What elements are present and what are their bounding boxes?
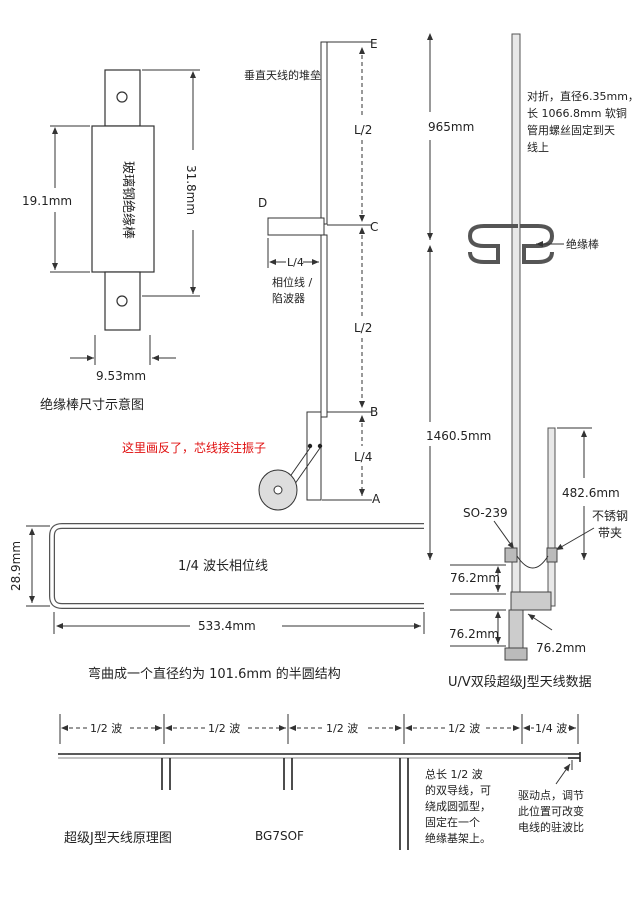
uv-caption: U/V双段超级J型天线数据 <box>448 675 592 690</box>
so239-label: SO-239 <box>463 506 508 520</box>
dim-half-lower: L/2 <box>354 321 372 335</box>
stub-note-2: 的双导线，可 <box>425 783 491 797</box>
phasing-line-drawing: 1/4 波长相位线 28.9mm 533.4mm 弯曲成一个直径约为 101.6… <box>9 523 425 682</box>
stack-label: 垂直天线的堆垒 <box>244 68 321 82</box>
base-pipe <box>508 609 524 651</box>
dim-quarter-stub: L/4 <box>287 256 304 269</box>
clamp-label-1: 不锈钢 <box>592 509 628 523</box>
stub-note-1: 总长 1/2 波 <box>425 767 483 781</box>
insulator-height-dim: 19.1mm <box>22 194 72 208</box>
dim-1460: 1460.5mm <box>426 429 491 443</box>
hairpin-coil-right <box>520 224 555 264</box>
top-note-3: 管用螺丝固定到天 <box>527 123 615 137</box>
segment-5: 1/4 波 <box>535 722 567 735</box>
insulator-length-dim: 31.8mm <box>184 165 198 215</box>
point-e: E <box>370 37 378 51</box>
dim-482: 482.6mm <box>562 486 620 500</box>
main-mast <box>511 33 521 615</box>
hairpin-coil-left <box>467 224 518 264</box>
dim-965: 965mm <box>428 120 474 134</box>
dim-76-bottom-left: 76.2mm <box>449 627 499 641</box>
feed-note-3: 电线的驻波比 <box>518 820 584 834</box>
dim-76-bottom-right: 76.2mm <box>536 641 586 655</box>
insulator-bottom-hole <box>116 295 128 307</box>
point-d: D <box>258 196 267 210</box>
phasing-caption: 弯曲成一个直径约为 101.6mm 的半圆结构 <box>88 666 341 682</box>
insulator-caption: 绝缘棒尺寸示意图 <box>40 397 144 413</box>
insulator-width-dim: 9.53mm <box>96 369 146 383</box>
stub-note-3: 绕成圆弧型， <box>425 799 491 813</box>
feed-note-1: 驱动点，调节 <box>518 789 584 802</box>
insulator-body <box>91 125 155 273</box>
matching-stub <box>547 427 556 607</box>
uv-antenna-drawing: 绝缘棒 对折，直径6.35mm， 长 1066.8mm 软铜 管用螺丝固定到天 … <box>426 33 639 690</box>
phasing-length-dim: 533.4mm <box>198 619 256 633</box>
insulator-drawing: 玻璃钢绝缘棒 19.1mm 31.8mm 9.53mm 绝缘棒尺寸示意图 <box>22 69 200 413</box>
stub-label-1: 相位线 / <box>272 275 312 289</box>
top-note-1: 对折，直径6.35mm， <box>527 89 639 103</box>
base-tee <box>510 591 552 611</box>
point-a: A <box>372 492 381 506</box>
phasing-stub <box>267 217 325 236</box>
stub-label-2: 陷波器 <box>272 291 305 305</box>
top-note-4: 线上 <box>527 140 549 154</box>
phasing-height-dim: 28.9mm <box>9 541 23 591</box>
segment-4: 1/2 波 <box>448 722 480 735</box>
j-antenna-schematic: E D C B A 垂直天线的堆垒 L/2 L/2 L/4 L/4 相位线 / … <box>122 37 381 511</box>
segment-2: 1/2 波 <box>208 722 240 735</box>
point-b: B <box>370 405 378 419</box>
author-callsign: BG7SOF <box>255 829 304 843</box>
feed-note-2: 此位置可改变 <box>518 804 584 818</box>
coil-insulator-label: 绝缘棒 <box>566 237 599 251</box>
insulator-top-hole <box>116 91 128 103</box>
dim-76-left: 76.2mm <box>450 571 500 585</box>
point-c: C <box>370 220 378 234</box>
super-j-drawing: 1/2 波 1/2 波 1/2 波 1/2 波 1/4 波 总长 1/2 波 的… <box>58 714 584 850</box>
radiator-lower <box>320 234 328 418</box>
radiator-upper <box>320 41 328 225</box>
clamp-label-2: 带夹 <box>598 526 622 540</box>
segment-3: 1/2 波 <box>326 722 358 735</box>
stub-note-5: 绝缘基架上。 <box>425 831 491 845</box>
stub-note-4: 固定在一个 <box>425 815 480 829</box>
top-note-2: 长 1066.8mm 软铜 <box>527 106 627 120</box>
segment-1: 1/2 波 <box>90 722 122 735</box>
red-note: 这里画反了，芯线接注振子 <box>122 440 266 455</box>
stainless-clamp <box>546 547 558 563</box>
dim-quarter-bottom: L/4 <box>354 450 372 464</box>
phasing-line-label: 1/4 波长相位线 <box>178 559 268 574</box>
dim-half-upper: L/2 <box>354 123 372 137</box>
base-mount <box>504 647 528 661</box>
super-j-caption: 超级J型天线原理图 <box>64 831 172 846</box>
insulator-material-label: 玻璃钢绝缘棒 <box>120 161 136 239</box>
so239-connector <box>504 547 518 563</box>
